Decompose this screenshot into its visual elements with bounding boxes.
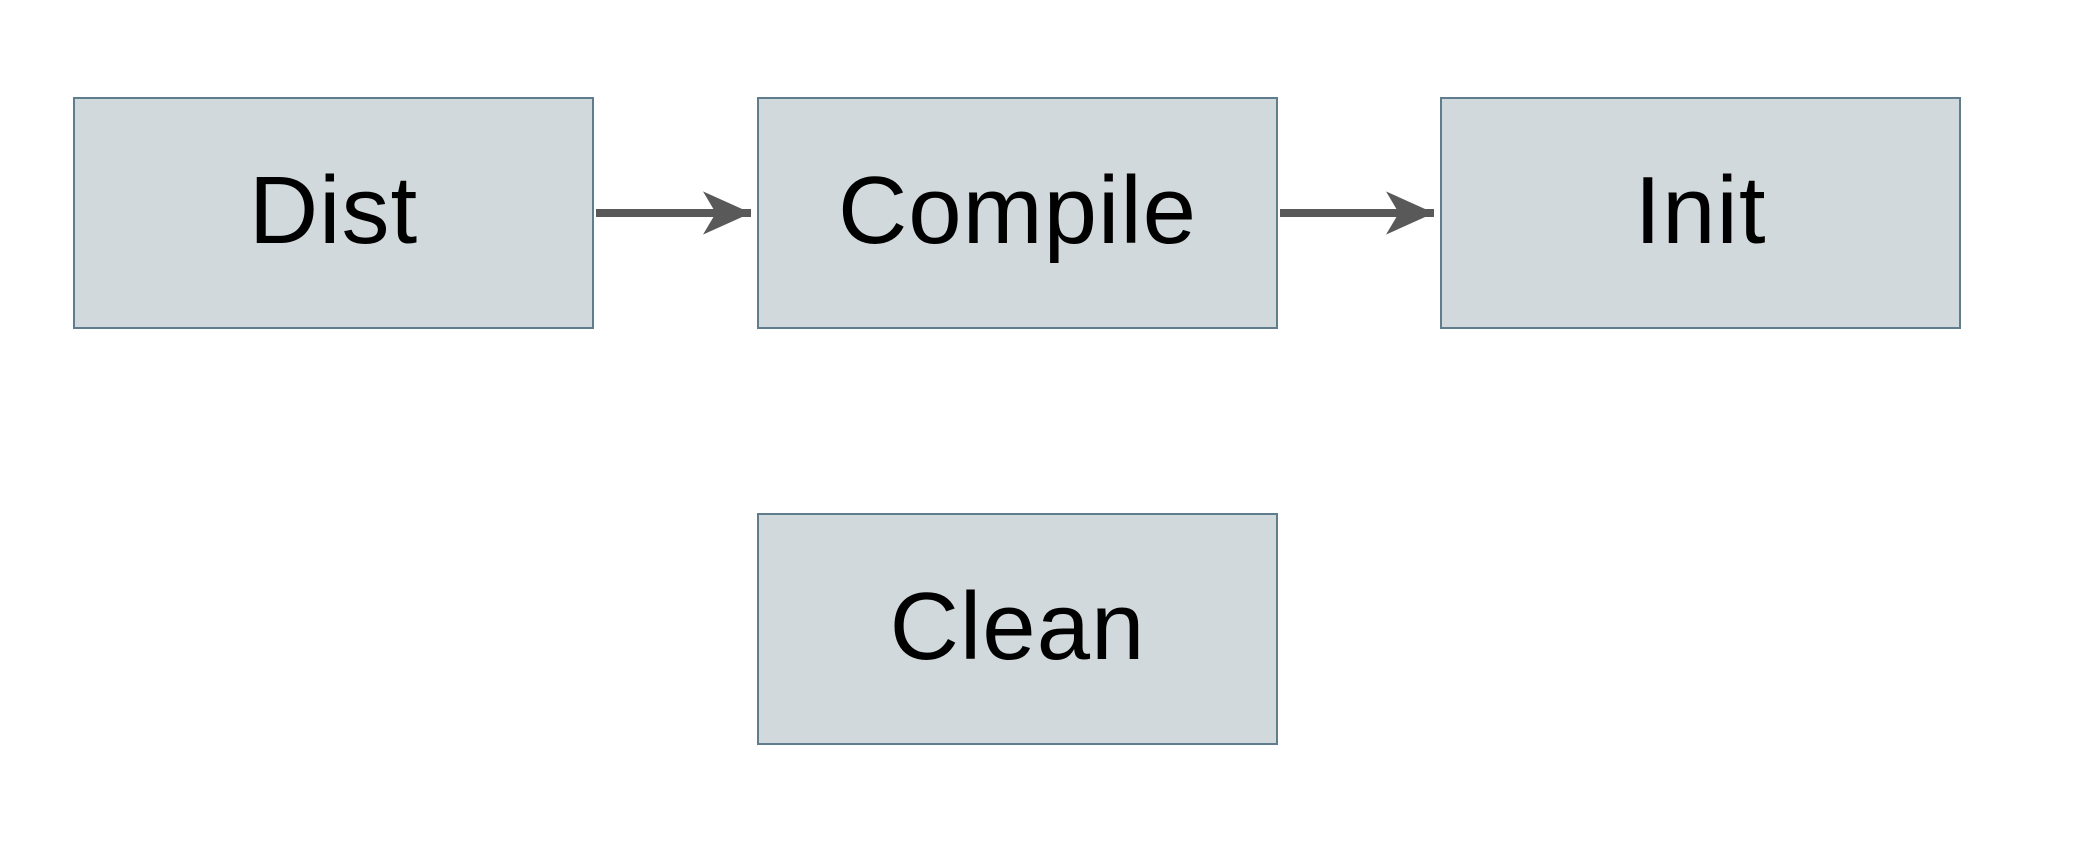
flowchart-node-clean: Clean: [757, 513, 1278, 745]
flowchart-node-dist: Dist: [73, 97, 594, 329]
node-label-compile: Compile: [837, 157, 1198, 264]
flowchart-node-compile: Compile: [757, 97, 1278, 329]
node-label-init: Init: [1634, 157, 1767, 264]
node-label-clean: Clean: [889, 573, 1146, 680]
flowchart-node-init: Init: [1440, 97, 1961, 329]
node-label-dist: Dist: [248, 157, 419, 264]
